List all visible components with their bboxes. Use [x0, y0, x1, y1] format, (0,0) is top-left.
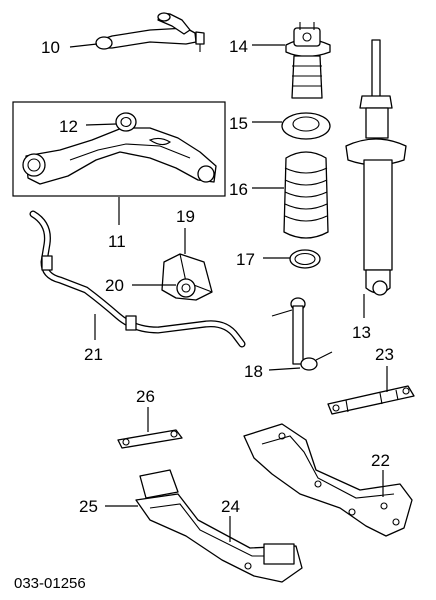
callout-18: 18: [244, 362, 263, 381]
plate: [117, 429, 183, 449]
callout-23: 23: [375, 345, 394, 364]
callout-17: 17: [236, 250, 255, 269]
drawing-code: 033-01256: [14, 575, 86, 592]
brace: [327, 385, 415, 415]
stabilizer-bushing: [176, 278, 196, 298]
assembly-frame: [12, 101, 226, 197]
callout-19: 19: [176, 207, 195, 226]
seal-ring: [289, 249, 321, 269]
callout-10: 10: [41, 38, 60, 57]
callout-12: 12: [59, 117, 78, 136]
mount: [139, 469, 295, 565]
callout-15: 15: [229, 114, 248, 133]
shock-absorber: [345, 39, 407, 296]
leader-12: [85, 123, 117, 126]
lower-control-arm: [22, 127, 217, 185]
callout-25: 25: [79, 497, 98, 516]
callout-24: 24: [221, 497, 240, 516]
callout-26: 26: [136, 387, 155, 406]
upper-control-arm: [95, 12, 205, 52]
spring-seat: [281, 112, 331, 140]
dust-boot: [283, 151, 329, 239]
control-arm-bushing: [115, 112, 137, 132]
leader-18: [268, 367, 301, 371]
upper-strut-mount: [285, 22, 331, 99]
rear-subframe: [243, 423, 413, 537]
stabilizer-bar: [29, 210, 246, 348]
front-crossmember: [135, 493, 303, 583]
callout-21: 21: [84, 345, 103, 364]
callout-14: 14: [229, 37, 248, 56]
callout-22: 22: [371, 451, 390, 470]
callout-20: 20: [105, 276, 124, 295]
leader-10: [69, 43, 98, 48]
callout-16: 16: [229, 180, 248, 199]
callout-13: 13: [352, 323, 371, 342]
callout-11: 11: [108, 232, 126, 251]
stabilizer-link: [271, 297, 333, 371]
